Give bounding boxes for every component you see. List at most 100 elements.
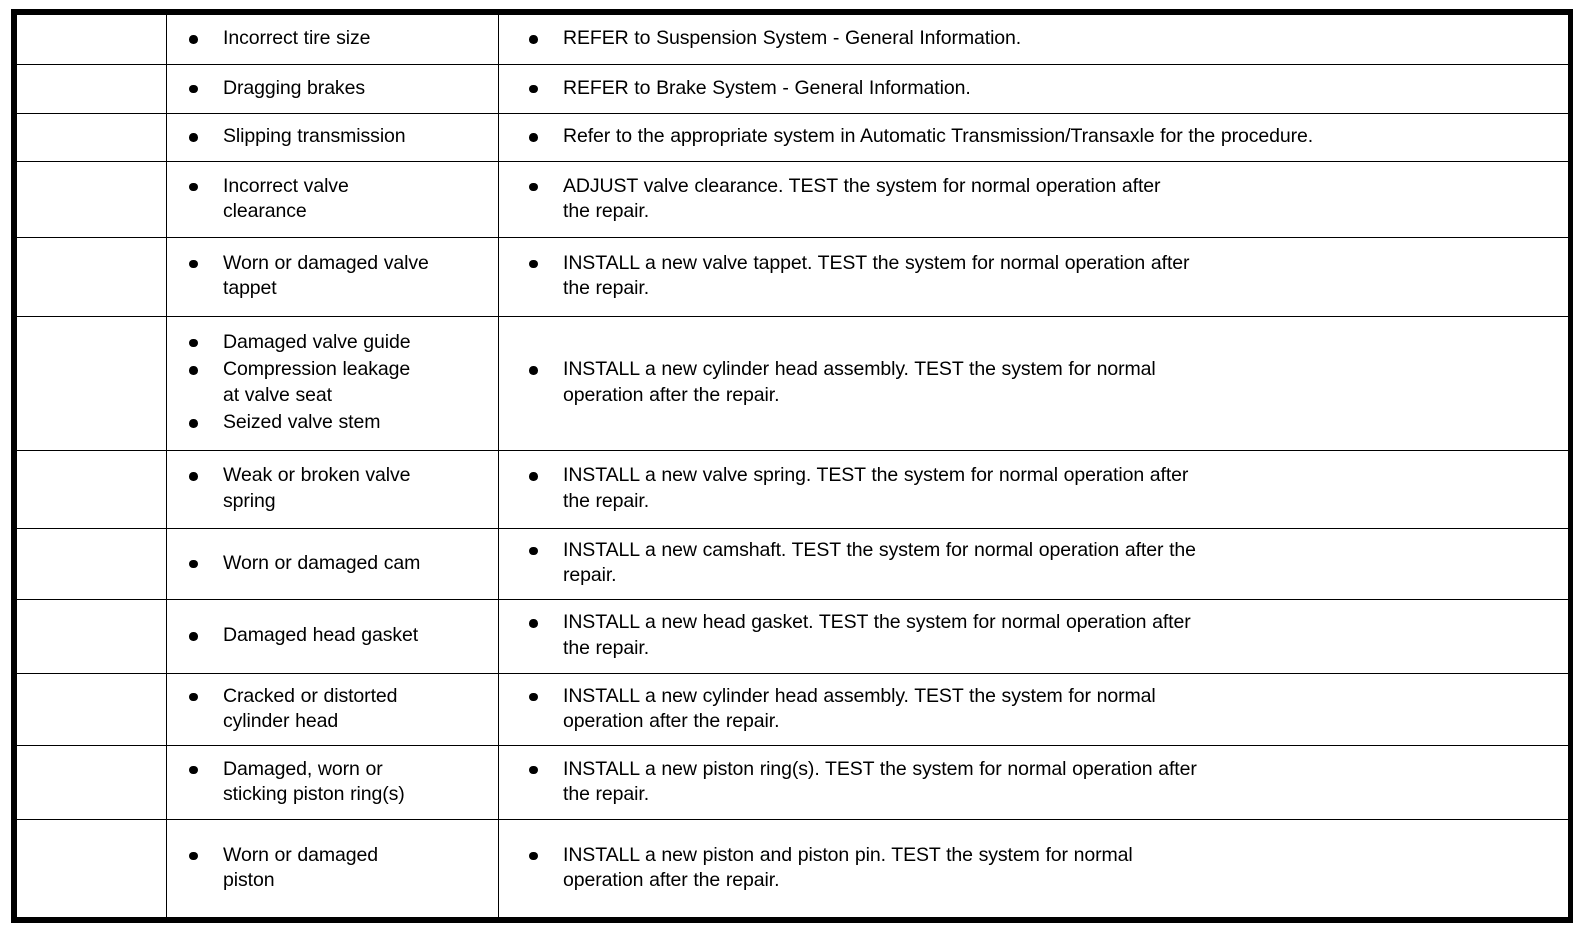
symptom-text	[17, 764, 166, 802]
symptom-cell	[16, 449, 167, 529]
action-list: INSTALL a new valve spring. TEST the sys…	[499, 463, 1562, 514]
bullet-icon	[529, 182, 538, 192]
action-item: INSTALL a new piston ring(s). TEST the s…	[499, 757, 1562, 808]
action-cell: ADJUST valve clearance. TEST the system …	[498, 161, 1569, 238]
bullet-icon	[529, 619, 538, 628]
cause-cell: Worn or damaged cam	[166, 527, 499, 601]
table-body: Incorrect tire size REFER to Suspension S…	[16, 13, 1569, 918]
action-item: INSTALL a new cylinder head assembly. TE…	[499, 684, 1562, 735]
bullet-icon	[529, 546, 538, 556]
cause-cell: Damaged head gasket	[166, 599, 499, 674]
cause-list: Incorrect tire size	[167, 26, 492, 52]
symptom-cell	[16, 527, 167, 601]
cause-item: Seized valve stem	[167, 410, 492, 436]
bullet-icon	[189, 259, 198, 269]
symptom-text	[17, 119, 166, 157]
symptom-text	[17, 617, 166, 655]
symptom-text	[17, 691, 166, 729]
action-list: INSTALL a new camshaft. TEST the system …	[499, 538, 1562, 589]
cause-list: Worn or damaged cam	[167, 551, 492, 577]
cause-item: Worn or damaged cam	[167, 551, 492, 577]
diagnostic-table-container: Incorrect tire size REFER to Suspension S…	[11, 9, 1573, 923]
bullet-icon	[189, 35, 198, 44]
symptom-text	[17, 364, 166, 402]
action-item: INSTALL a new camshaft. TEST the system …	[499, 538, 1562, 589]
symptom-text	[17, 470, 166, 508]
action-cell: INSTALL a new piston ring(s). TEST the s…	[498, 745, 1569, 821]
action-cell: INSTALL a new head gasket. TEST the syst…	[498, 599, 1569, 674]
table-row: Worn or damaged cam INSTALL a new camshaf…	[16, 527, 1569, 601]
cause-item: Slipping transmission	[167, 124, 492, 150]
cause-list: Damaged head gasket	[167, 623, 492, 649]
cause-list: Slipping transmission	[167, 124, 492, 150]
action-cell: Refer to the appropriate system in Autom…	[498, 112, 1569, 163]
bullet-icon	[529, 259, 538, 269]
cause-list: Dragging brakes	[167, 76, 492, 102]
action-cell: REFER to Brake System - General Informat…	[498, 64, 1569, 114]
symptom-text	[17, 70, 166, 108]
bullet-icon	[189, 632, 198, 641]
symptom-cell	[16, 599, 167, 674]
symptom-cell	[16, 819, 167, 918]
diagnostic-table: Incorrect tire size REFER to Suspension S…	[16, 13, 1569, 918]
cause-item: Dragging brakes	[167, 76, 492, 102]
action-item: INSTALL a new valve spring. TEST the sys…	[499, 463, 1562, 514]
action-item: REFER to Brake System - General Informat…	[499, 76, 1562, 102]
bullet-icon	[189, 366, 198, 375]
action-list: REFER to Suspension System - General Inf…	[499, 26, 1562, 52]
action-list: INSTALL a new piston and piston pin. TES…	[499, 843, 1562, 894]
bullet-icon	[529, 765, 538, 775]
symptom-cell	[16, 13, 167, 66]
bullet-icon	[189, 765, 198, 775]
action-cell: INSTALL a new camshaft. TEST the system …	[498, 527, 1569, 601]
action-list: INSTALL a new cylinder head assembly. TE…	[499, 357, 1562, 408]
bullet-icon	[189, 851, 198, 861]
bullet-icon	[189, 472, 198, 481]
table-row: Incorrect tire size REFER to Suspension S…	[16, 13, 1569, 66]
bullet-icon	[529, 851, 538, 861]
symptom-cell	[16, 315, 167, 451]
bullet-icon	[529, 133, 538, 142]
symptom-cell	[16, 745, 167, 821]
bullet-icon	[189, 84, 198, 94]
table-row: Damaged head gasket INSTALL a new head ga…	[16, 599, 1569, 674]
bullet-icon	[189, 133, 198, 142]
bullet-icon	[529, 366, 538, 375]
action-list: INSTALL a new piston ring(s). TEST the s…	[499, 757, 1562, 808]
action-list: INSTALL a new head gasket. TEST the syst…	[499, 610, 1562, 661]
symptom-text	[17, 21, 166, 59]
symptom-cell	[16, 64, 167, 114]
action-list: INSTALL a new cylinder head assembly. TE…	[499, 684, 1562, 735]
action-cell: INSTALL a new cylinder head assembly. TE…	[498, 672, 1569, 747]
symptom-text	[17, 850, 166, 888]
bullet-icon	[529, 692, 538, 702]
action-list: INSTALL a new valve tappet. TEST the sys…	[499, 251, 1562, 302]
cause-cell: Slipping transmission	[166, 112, 499, 163]
action-cell: INSTALL a new cylinder head assembly. TE…	[498, 315, 1569, 451]
action-cell: INSTALL a new valve tappet. TEST the sys…	[498, 236, 1569, 317]
symptom-cell	[16, 112, 167, 163]
